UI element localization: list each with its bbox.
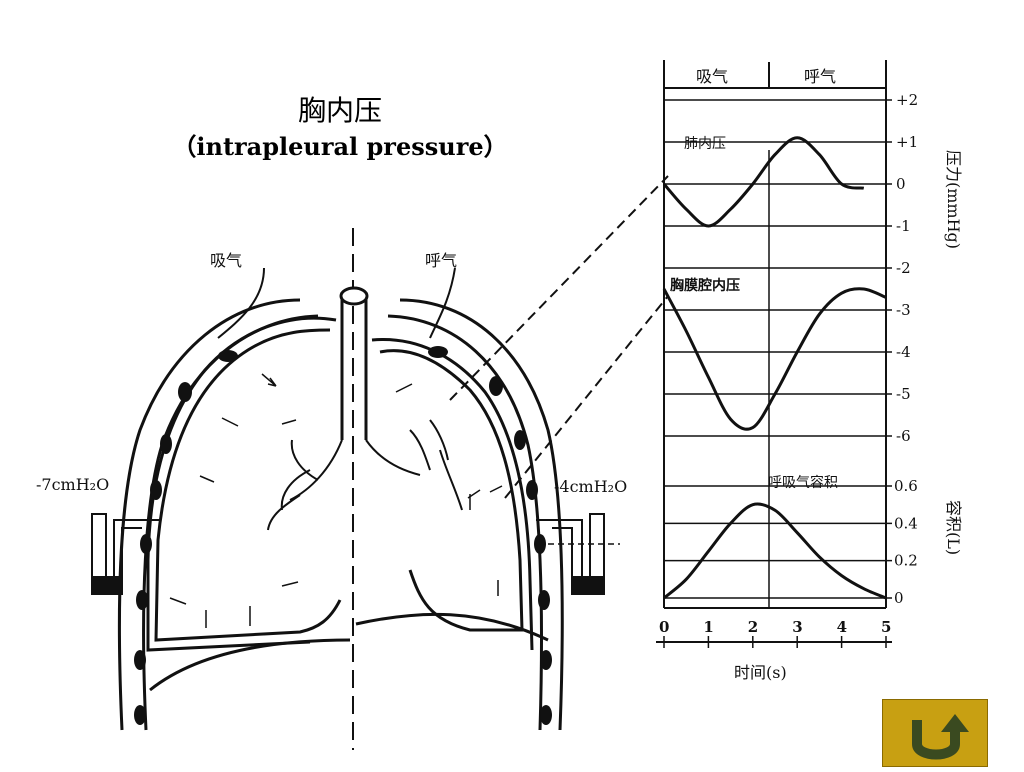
gridlines xyxy=(663,99,892,648)
zoom-line-bottom xyxy=(504,295,669,499)
title-chinese: 胸内压 xyxy=(297,94,382,127)
right-ribs xyxy=(428,346,552,725)
volume-tick-label: 0.6 xyxy=(894,477,918,495)
left-lung xyxy=(154,328,342,642)
u-turn-arrow-icon xyxy=(912,714,969,760)
curves xyxy=(662,136,887,600)
left-chest-wall xyxy=(117,298,301,731)
phase-exhale: 呼气 xyxy=(804,67,836,86)
time-tick-label: 2 xyxy=(748,618,758,636)
right-diaphragm xyxy=(355,612,549,642)
pressure-tick-label: 0 xyxy=(896,175,906,193)
x-axis-label: 时间(s) xyxy=(734,663,787,682)
time-tick-label: 1 xyxy=(703,618,713,636)
volume-tick-label: 0.4 xyxy=(894,514,918,532)
pressure-tick-label: +1 xyxy=(896,133,918,151)
title-english: （intrapleural pressure） xyxy=(172,132,508,161)
trachea-opening xyxy=(339,286,369,306)
right-chest-wall xyxy=(399,298,564,731)
left-diaphragm xyxy=(149,638,351,692)
phase-inhale: 吸气 xyxy=(696,67,728,86)
left-arrows xyxy=(169,373,299,628)
time-tick-label: 0 xyxy=(659,618,669,636)
pressure-tick-label: +2 xyxy=(896,91,918,109)
zoom-line-top xyxy=(449,175,669,401)
intrapulmonary-pressure-curve xyxy=(662,136,865,228)
graph-frame xyxy=(663,60,887,609)
pressure-tick-label: -6 xyxy=(896,427,911,445)
left-bronchi xyxy=(267,439,343,531)
time-tick-label: 5 xyxy=(881,618,891,636)
pressure-tick-label: -5 xyxy=(896,385,911,403)
pressure-tick-label: -4 xyxy=(896,343,911,361)
volume-tick-label: 0 xyxy=(894,589,904,607)
right-bronchi xyxy=(365,419,463,511)
trachea xyxy=(340,296,368,440)
intrapleural-pressure-curve xyxy=(662,287,887,431)
right-pressure-label: -4cmH₂O xyxy=(554,477,627,496)
left-manometer xyxy=(91,513,160,595)
inhale-label: 吸气 xyxy=(210,251,242,270)
pressure-tick-label: -3 xyxy=(896,301,911,319)
time-tick-label: 3 xyxy=(792,618,802,636)
back-button[interactable] xyxy=(882,699,988,767)
trace3-label: 呼吸气容积 xyxy=(768,474,838,491)
left-ribs xyxy=(134,350,238,725)
time-tick-label: 4 xyxy=(837,618,847,636)
pressure-tick-label: -1 xyxy=(896,217,911,235)
trace1-label: 肺内压 xyxy=(684,136,726,152)
respiratory-volume-curve xyxy=(663,502,887,600)
right-arrows xyxy=(395,383,503,596)
exhale-label: 呼气 xyxy=(425,251,457,270)
left-pressure-label: -7cmH₂O xyxy=(36,475,109,494)
y2-axis-label: 容积(L) xyxy=(944,500,963,555)
slide-title: 胸内压 （intrapleural pressure） xyxy=(130,92,550,164)
volume-tick-label: 0.2 xyxy=(894,552,918,570)
y1-axis-label: 压力(mmHg) xyxy=(944,150,963,249)
trace2-label: 胸膜腔内压 xyxy=(670,277,740,294)
tick-labels: +2 +1 0 -1 -2 -3 -4 -5 -6 0.6 0.4 0.2 0 0 1 2 3 4 5 xyxy=(659,91,918,636)
right-pleura xyxy=(371,337,534,651)
pressure-tick-label: -2 xyxy=(896,259,911,277)
right-manometer xyxy=(536,513,620,595)
